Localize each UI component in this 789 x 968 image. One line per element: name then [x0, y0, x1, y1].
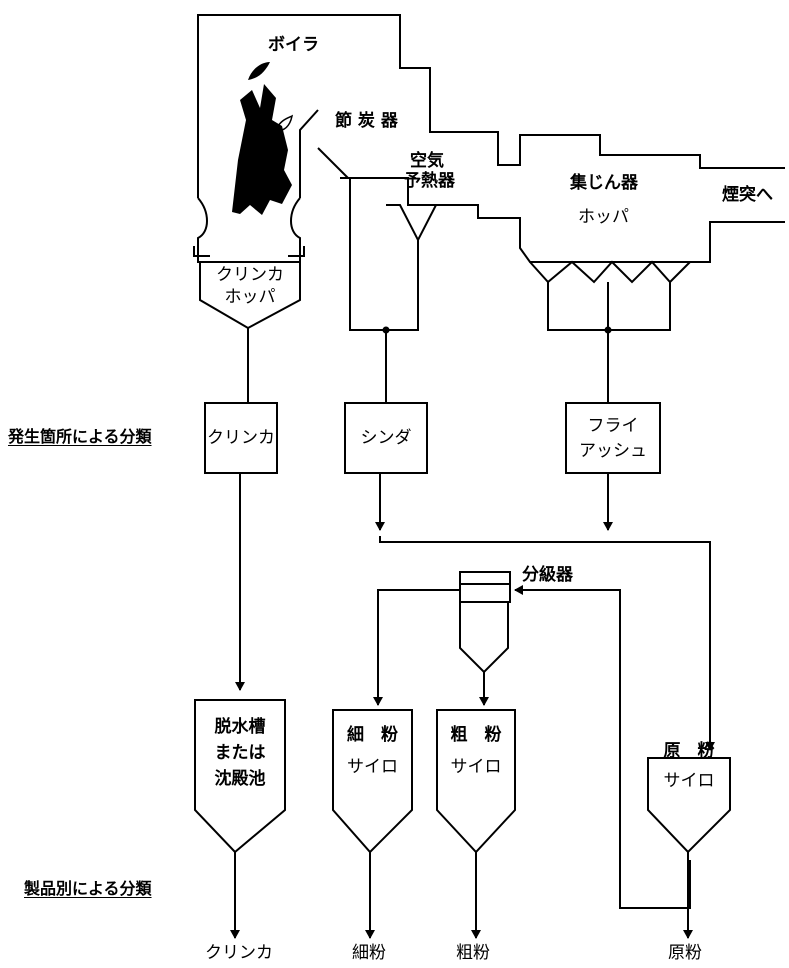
- clinker-product-label: クリンカ: [205, 943, 273, 963]
- fine-silo-shape: [332, 709, 413, 854]
- product-classification-heading: 製品別による分類: [24, 879, 152, 898]
- air-preheater-hopper-shape: [386, 204, 450, 243]
- merge-line: [379, 536, 715, 751]
- dewatering-label-3: 沈殿池: [214, 769, 266, 789]
- coarse-silo-label-2: サイロ: [450, 757, 502, 777]
- boiler-right-wall: [299, 109, 319, 198]
- fly-ash-source-box: [565, 402, 661, 474]
- fine-product-label: 細粉: [352, 943, 386, 963]
- coarse-product-label: 粗粉: [456, 943, 490, 963]
- classifier-label: 分級器: [522, 565, 573, 585]
- boiler-base: [197, 197, 301, 263]
- raw-silo-label-2: サイロ: [663, 771, 715, 791]
- air-preheater-label-2: 予熱器: [404, 171, 455, 191]
- fine-silo-label-1: 細 粉: [347, 725, 398, 745]
- source-classification-heading: 発生箇所による分類: [8, 427, 152, 446]
- raw-silo-shape: [647, 757, 731, 854]
- fine-silo-label-2: サイロ: [347, 757, 398, 777]
- to-stack-label: 煙突へ: [722, 185, 773, 205]
- coarse-silo-shape: [436, 709, 516, 854]
- boiler-and-duct-outline: [197, 14, 785, 198]
- flame-icon: [232, 84, 292, 215]
- clinker-hopper-label-2: ホッパ: [224, 287, 276, 307]
- dewatering-label-2: または: [214, 743, 266, 763]
- dust-collector-hopper-label: ホッパ: [578, 207, 629, 227]
- classifier-top: [459, 571, 511, 603]
- air-preheater-label-1: 空気: [410, 151, 444, 171]
- raw-silo-label-1: 原 粉: [663, 741, 715, 761]
- boiler-label: ボイラ: [268, 35, 319, 55]
- dust-collector-hoppers: [529, 260, 691, 284]
- cinder-source-box: [344, 402, 428, 474]
- economizer-hopper-shape: [340, 177, 386, 331]
- dewatering-tank-shape: [194, 699, 286, 854]
- coarse-silo-label-1: 粗 粉: [450, 725, 502, 745]
- clinker-hopper-label-1: クリンカ: [216, 265, 284, 285]
- raw-product-label: 原粉: [668, 943, 702, 963]
- clinker-source-label: クリンカ: [207, 428, 275, 448]
- dust-collector-label: 集じん器: [570, 173, 638, 193]
- cinder-source-label: シンダ: [360, 428, 412, 448]
- fly-ash-label-2: アッシュ: [579, 441, 647, 461]
- duct-lower-wall: [317, 147, 785, 263]
- dewatering-label-1: 脱水槽: [214, 717, 266, 737]
- classifier-cone: [459, 602, 509, 674]
- fly-ash-label-1: フライ: [587, 416, 639, 436]
- economizer-label: 節 炭 器: [335, 111, 398, 131]
